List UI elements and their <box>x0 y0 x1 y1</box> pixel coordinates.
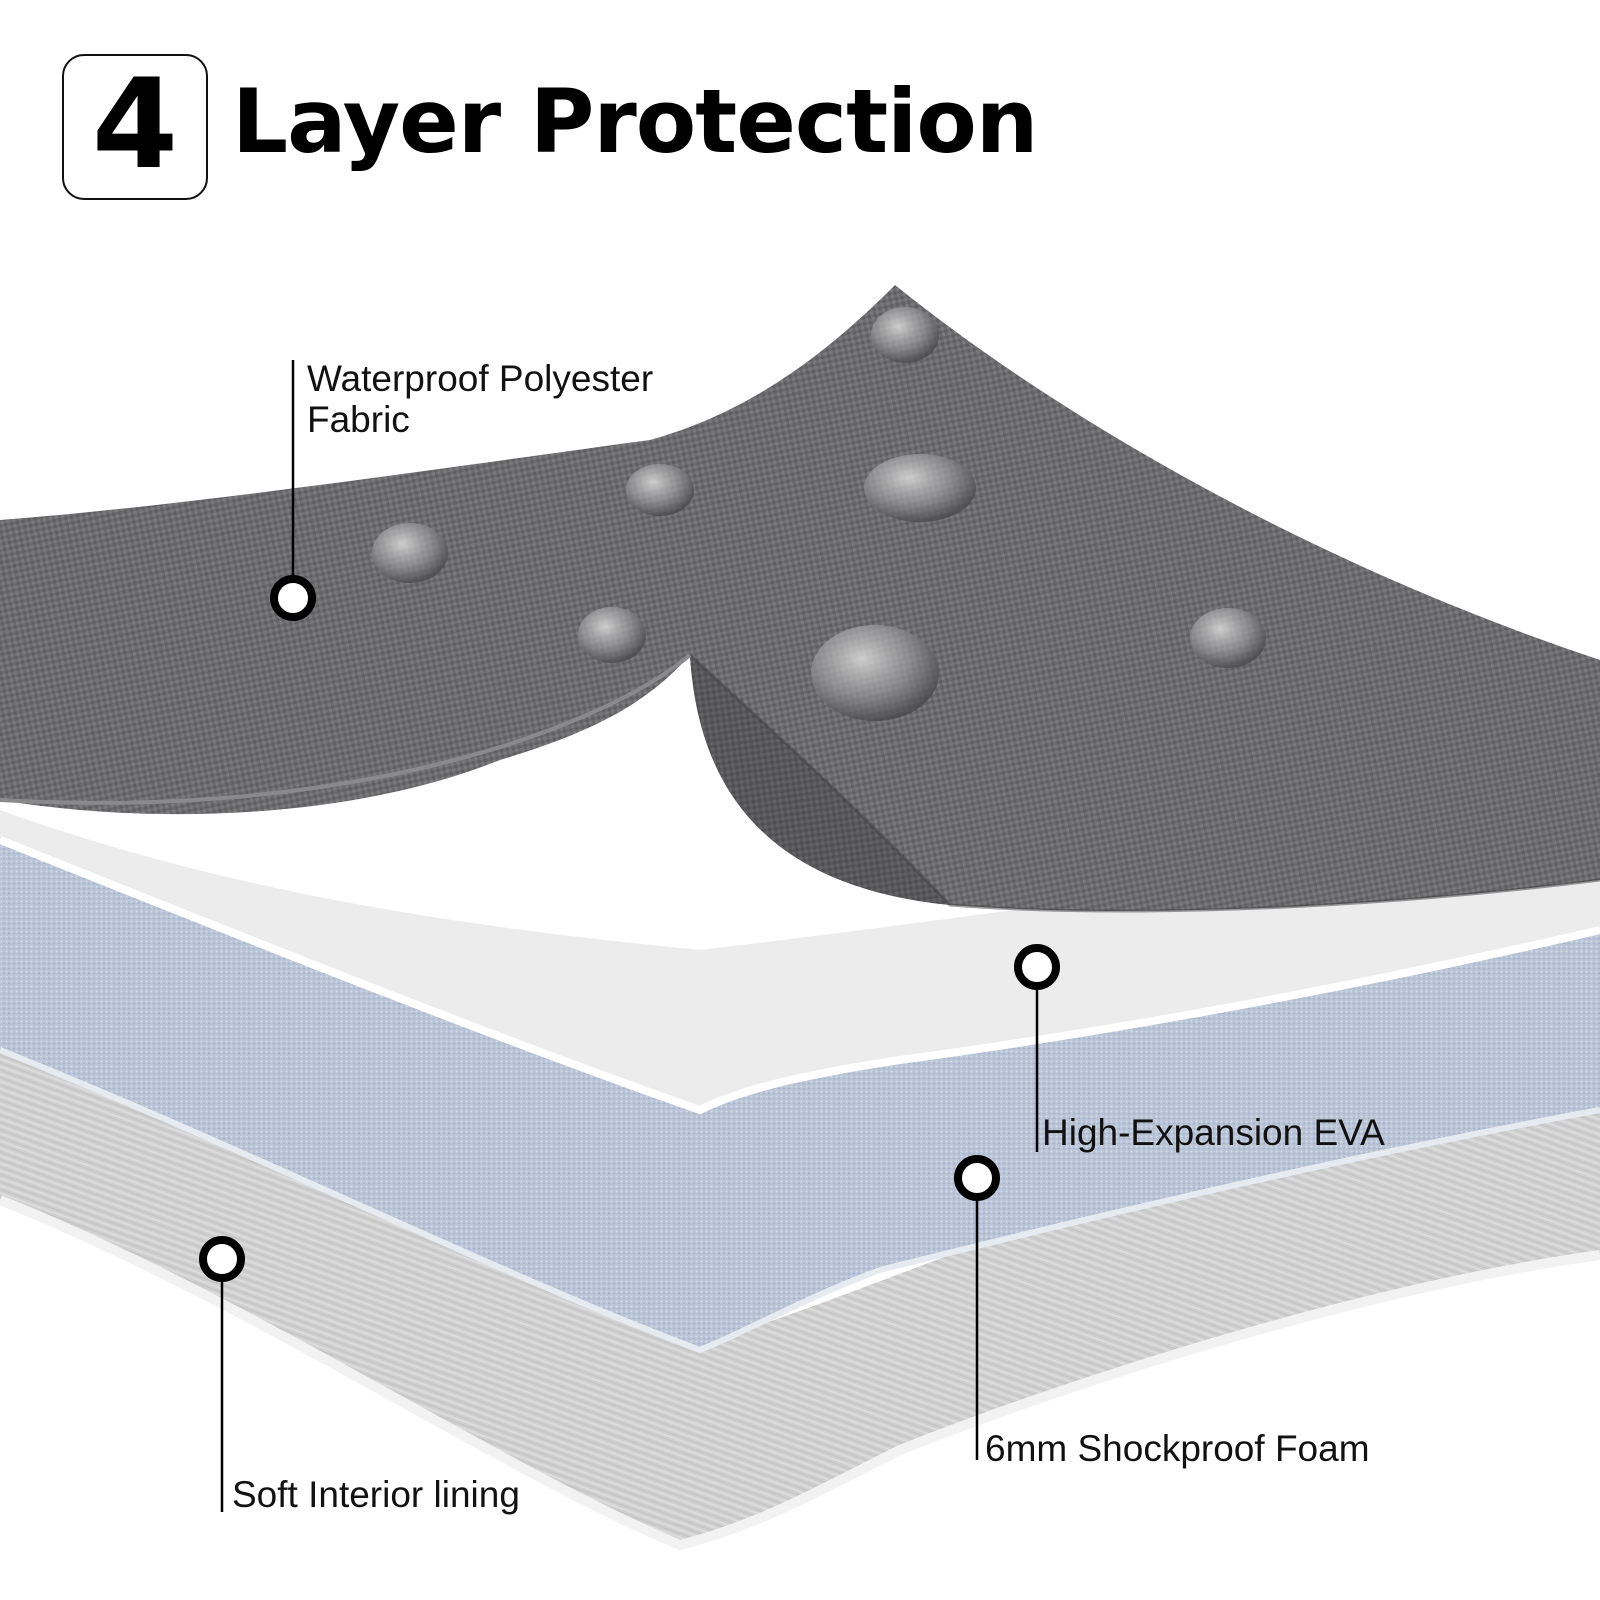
water-droplet <box>811 625 939 721</box>
eva-marker <box>1014 944 1060 990</box>
page-title: Layer Protection <box>232 70 1038 173</box>
lining-label: Soft Interior lining <box>232 1474 520 1515</box>
number-badge: 4 <box>62 54 208 200</box>
eva-callout <box>1014 944 1060 1152</box>
water-droplet <box>864 454 976 522</box>
eva-label: High-Expansion EVA <box>1042 1112 1385 1153</box>
fabric-fold <box>690 655 950 905</box>
fabric-label-line2: Fabric <box>307 399 410 441</box>
water-droplets <box>372 307 1266 721</box>
fabric-label: Waterproof Polyester Fabric <box>307 358 653 441</box>
fabric-marker <box>270 575 316 621</box>
fabric-label-line1: Waterproof Polyester <box>307 358 654 399</box>
lining-callout <box>199 1236 245 1512</box>
lining-marker <box>199 1236 245 1282</box>
water-droplet <box>1190 608 1266 668</box>
foam-marker <box>954 1155 1000 1201</box>
water-droplet <box>871 307 939 363</box>
foam-callout <box>954 1155 1000 1460</box>
lining-edge <box>0 1195 1600 1551</box>
water-droplet <box>372 523 448 583</box>
water-droplet <box>578 607 646 663</box>
badge-number: 4 <box>91 53 179 197</box>
water-droplet <box>626 464 694 516</box>
fabric-fold-edge <box>0 653 692 805</box>
eva-highlight <box>0 836 1600 1115</box>
fabric-fold-shadow <box>688 653 1600 913</box>
foam-edge <box>0 1047 1600 1354</box>
fabric-callout <box>270 360 316 621</box>
fabric-layer <box>0 285 1600 911</box>
foam-label: 6mm Shockproof Foam <box>985 1428 1370 1469</box>
